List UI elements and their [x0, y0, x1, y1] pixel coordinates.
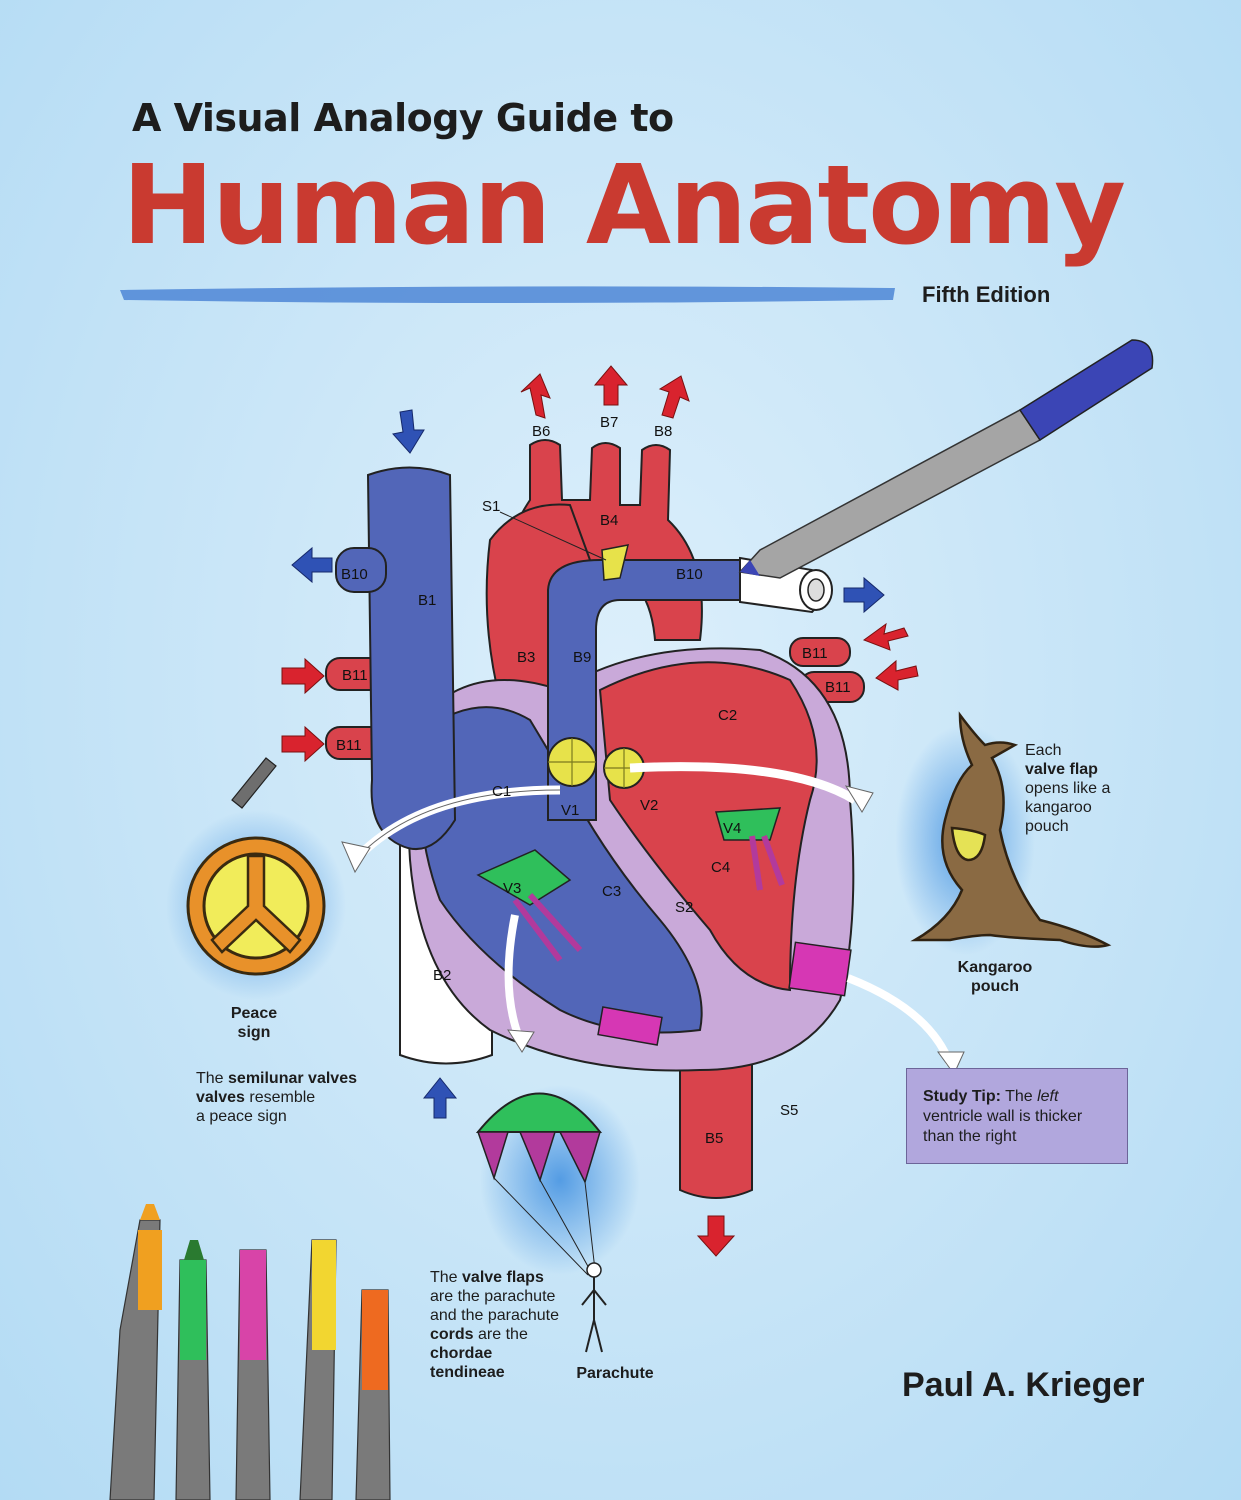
kangaroo-caption-line2: pouch: [971, 978, 1019, 995]
parachute-note-line3: and the parachute: [430, 1307, 559, 1324]
label-S5: S5: [780, 1102, 798, 1119]
kangaroo-note-line3: opens like a: [1025, 780, 1111, 797]
peace-caption-line1: Peace: [230, 1005, 278, 1022]
label-B10-left: B10: [341, 566, 368, 583]
red-arrows: [281, 365, 919, 1257]
label-B7: B7: [600, 414, 618, 431]
study-tip-pre: The: [1000, 1088, 1038, 1105]
parachute-icon: [475, 1092, 607, 1353]
kangaroo-note-line1: Each: [1025, 742, 1062, 759]
tricuspid-valve: [476, 849, 572, 906]
title-underline: [120, 286, 895, 303]
label-B3: B3: [517, 649, 535, 666]
study-tip-line2: ventricle wall is thicker: [923, 1108, 1083, 1125]
study-tip-em: left: [1037, 1088, 1059, 1105]
label-B11-left-2: B11: [336, 737, 362, 754]
label-B11-left-1: B11: [342, 667, 368, 684]
peace-caption-line2: sign: [237, 1024, 271, 1041]
wall-patch-left: [788, 941, 852, 997]
descending-aorta: [679, 1049, 753, 1199]
label-V2: V2: [640, 797, 658, 814]
small-pen-icon: [231, 757, 277, 809]
label-S2: S2: [675, 899, 693, 916]
study-tip-line3: than the right: [923, 1128, 1017, 1145]
kangaroo-note: Each valve flap opens like a kangaroo po…: [1025, 741, 1165, 836]
label-B11-right-1: B11: [802, 645, 828, 662]
parachute-note-line2: are the parachute: [430, 1288, 556, 1305]
superior-vena-cava: [366, 466, 457, 850]
study-tip-box: Study Tip: The left ventricle wall is th…: [906, 1068, 1128, 1164]
label-C3: C3: [602, 883, 621, 900]
label-S1: S1: [482, 498, 500, 515]
label-B6: B6: [532, 423, 550, 440]
peace-sign-icon: [186, 836, 326, 976]
parachute-note: The valve flaps are the parachute and th…: [430, 1268, 590, 1382]
author-name: Paul A. Krieger: [902, 1366, 1145, 1404]
main-title: Human Anatomy: [122, 141, 1126, 269]
parachute-note-bold2a: chordae: [430, 1345, 493, 1362]
markers-icon: [109, 1204, 391, 1500]
heart-labels: S1 S2 S5 B1 B2 B3 B4 B5 B6 B7 B8 B9 B10 …: [336, 414, 851, 1147]
ligamentum-arteriosum: [601, 544, 630, 581]
peace-note: The semilunar valves valves resemble a p…: [196, 1069, 376, 1126]
kangaroo-note-bold: valve flap: [1025, 761, 1098, 778]
label-B2: B2: [433, 967, 451, 984]
label-B8: B8: [654, 423, 672, 440]
label-V3: V3: [503, 880, 521, 897]
study-tip-label: Study Tip:: [923, 1088, 1001, 1105]
peace-note-rest2: a peace sign: [196, 1108, 287, 1125]
peace-caption: Peace sign: [214, 1004, 294, 1042]
label-B10-right: B10: [676, 566, 703, 583]
parachute-note-cords: cords: [430, 1326, 474, 1343]
parachute-note-bold1: valve flaps: [462, 1269, 544, 1286]
label-C1: C1: [492, 783, 511, 800]
pulmonary-artery-left: [335, 547, 387, 593]
wall-patch-right: [597, 1006, 663, 1046]
peace-note-bold: semilunar valves: [228, 1070, 357, 1087]
kangaroo-caption-line1: Kangaroo: [957, 959, 1033, 976]
label-B1: B1: [418, 592, 436, 609]
kangaroo-note-line5: pouch: [1025, 818, 1069, 835]
kangaroo-note-line4: kangaroo: [1025, 799, 1092, 816]
kangaroo-icon: [910, 711, 1112, 948]
left-heart: [598, 661, 818, 992]
label-V1: V1: [561, 802, 579, 819]
subtitle: A Visual Analogy Guide to: [132, 96, 674, 140]
mitral-cords: [749, 834, 785, 891]
peace-note-rest1: resemble: [244, 1089, 316, 1106]
peace-note-prefix: The: [196, 1070, 229, 1087]
label-B11-right-2: B11: [825, 679, 851, 696]
label-C4: C4: [711, 859, 730, 876]
tricuspid-cords: [512, 892, 583, 962]
mitral-valve: [715, 807, 782, 841]
kangaroo-caption: Kangaroo pouch: [940, 958, 1050, 996]
parachute-note-prefix: The: [430, 1269, 463, 1286]
blue-arrows: [291, 409, 885, 1119]
edition: Fifth Edition: [922, 282, 1051, 307]
parachute-caption: Parachute: [576, 1365, 654, 1382]
label-B9: B9: [573, 649, 591, 666]
label-V4: V4: [723, 820, 741, 837]
label-C2: C2: [718, 707, 737, 724]
marker-pen-icon: [738, 339, 1154, 579]
parachute-note-bold2b: tendineae: [430, 1364, 505, 1381]
label-B5: B5: [705, 1130, 723, 1147]
parachute-note-line4-rest: are the: [473, 1326, 528, 1343]
label-B4: B4: [600, 512, 618, 529]
